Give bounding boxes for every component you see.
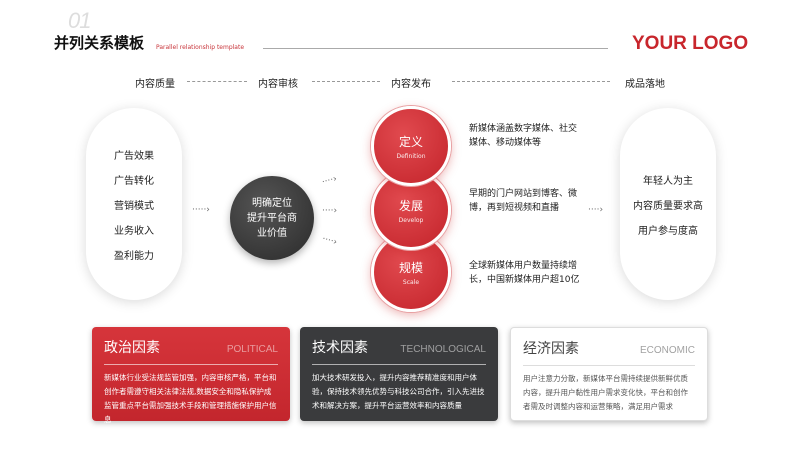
card-subtitle: POLITICAL: [226, 344, 278, 355]
arrow-icon: ·····›: [192, 205, 210, 215]
page-title: 并列关系模板: [54, 34, 145, 52]
dashed-connector: [187, 81, 247, 82]
card-title: 技术因素: [312, 340, 368, 356]
right-item: 用户参与度高: [638, 225, 698, 237]
stage-label: 内容审核: [258, 79, 298, 90]
card-subtitle: ECONOMIC: [640, 345, 695, 356]
left-item: 业务收入: [114, 225, 154, 237]
arrow-icon: ····›: [588, 205, 604, 215]
header-divider: [263, 48, 608, 49]
card-body: 用户注意力分散，新媒体平台需持续提供新鲜优质内容，提升用户黏性用户需求变化快，平…: [523, 374, 688, 411]
center-text: 业价值: [257, 227, 287, 239]
economic-card: 经济因素 ECONOMIC 用户注意力分散，新媒体平台需持续提供新鲜优质内容，提升…: [510, 327, 708, 421]
left-pill: 广告效果 广告转化 营销模式 业务收入 盈利能力: [86, 108, 182, 300]
stage-label: 内容质量: [135, 79, 175, 90]
stage-label: 成品落地: [625, 79, 665, 90]
card-body: 加大技术研发投入，提升内容推荐精准度和用户体验，保持技术领先优势与科技公司合作，…: [312, 373, 485, 410]
arrow-icon: ····›: [320, 234, 339, 248]
card-title: 政治因素: [104, 340, 160, 356]
dashed-connector: [312, 81, 380, 82]
logo: YOUR LOGO: [632, 33, 749, 54]
section-number: 01: [68, 8, 92, 33]
circle-subtitle: Scale: [402, 278, 420, 286]
technological-card: 技术因素 TECHNOLOGICAL 加大技术研发投入，提升内容推荐精准度和用户体…: [300, 327, 498, 421]
left-item: 盈利能力: [114, 250, 154, 262]
card-body: 新媒体行业受法规监管加强，内容审核严格，平台和创作者需遵守相关法律法规,数据安全…: [104, 373, 277, 424]
left-item: 广告转化: [114, 175, 154, 187]
center-text: 提升平台商: [247, 212, 297, 224]
develop-desc: 早期的门户网站到博客、微博，再到短视频和直播: [469, 189, 578, 213]
card-subtitle: TECHNOLOGICAL: [400, 344, 486, 355]
left-item: 广告效果: [114, 150, 154, 162]
arrow-icon: ····›: [322, 206, 338, 216]
right-item: 年轻人为主: [643, 175, 693, 187]
scale-desc: 全球新媒体用户数量持续增长，中国新媒体用户超10亿: [469, 261, 580, 285]
circle-subtitle: Definition: [396, 152, 426, 160]
stage-label: 内容发布: [391, 79, 431, 90]
circle-title: 规模: [398, 260, 423, 275]
right-pill: 年轻人为主 内容质量要求高 用户参与度高: [620, 108, 716, 300]
circle-title: 定义: [398, 134, 423, 149]
left-item: 营销模式: [114, 200, 154, 212]
definition-desc: 新媒体涵盖数字媒体、社交媒体、移动媒体等: [469, 124, 578, 148]
circle-subtitle: Develop: [398, 216, 424, 224]
card-title: 经济因素: [523, 341, 579, 357]
circle-definition: 定义 Definition: [371, 106, 451, 186]
circle-develop: 发展 Develop: [371, 170, 451, 250]
center-text: 明确定位: [252, 197, 292, 209]
circle-title: 发展: [398, 198, 423, 213]
political-card: 政治因素 POLITICAL 新媒体行业受法规监管加强，内容审核严格，平台和创作者…: [92, 327, 290, 424]
arrow-icon: ····›: [320, 174, 339, 188]
center-circle: 明确定位提升平台商业价值: [230, 176, 314, 260]
right-item: 内容质量要求高: [633, 200, 703, 212]
dashed-connector: [452, 81, 610, 82]
page-subtitle: Parallel relationship template: [156, 44, 245, 51]
